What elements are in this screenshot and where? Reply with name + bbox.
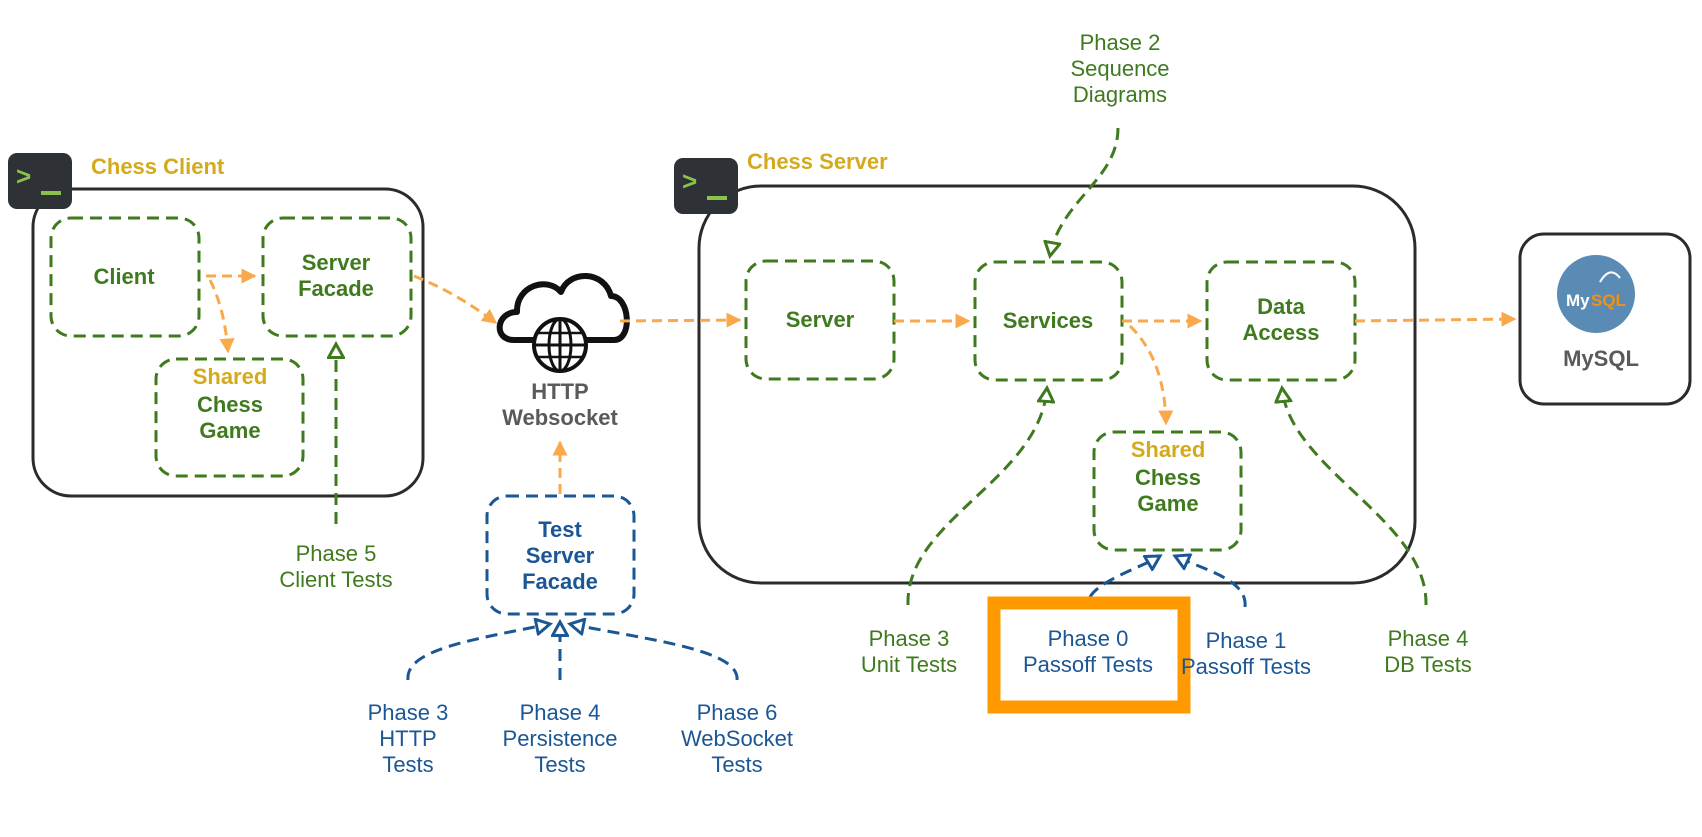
- server-shared-game-box: [1092, 430, 1243, 552]
- phase3-unit-label-1: Phase 3: [869, 626, 950, 651]
- arrow-data-access-to-mysql: [1354, 311, 1517, 327]
- test-facade-label-2: Server: [526, 543, 595, 568]
- phase2-label-3: Diagrams: [1073, 82, 1167, 107]
- phase1-label-2: Passoff Tests: [1181, 654, 1311, 679]
- arrow-http-to-server: [619, 312, 742, 328]
- svg-text:>: >: [16, 161, 31, 191]
- phase1-label-1: Phase 1: [1206, 628, 1287, 653]
- client-chess-label: Chess: [197, 392, 263, 417]
- phase2-label-2: Sequence: [1070, 56, 1169, 81]
- phase5-label-2: Client Tests: [279, 567, 392, 592]
- client-box-label: Client: [93, 264, 155, 289]
- client-container: [31, 187, 425, 498]
- phase4-db-label-1: Phase 4: [1388, 626, 1469, 651]
- mysql-label: MySQL: [1563, 346, 1639, 371]
- phase3-http-label-3: Tests: [382, 752, 433, 777]
- phase4-persist-label-3: Tests: [534, 752, 585, 777]
- server-game-label: Game: [1137, 491, 1198, 516]
- phase6-ws-label-3: Tests: [711, 752, 762, 777]
- phase2-label-1: Phase 2: [1080, 30, 1161, 55]
- client-box: [49, 216, 201, 338]
- data-access-label-1: Data: [1257, 294, 1305, 319]
- client-shared-game-box: [154, 357, 305, 478]
- phase3-http-label-1: Phase 3: [368, 700, 449, 725]
- arrow-phase4-db-to-data-access: [1282, 388, 1428, 606]
- phase3-http-label-2: HTTP: [379, 726, 436, 751]
- phase3-unit-label-2: Unit Tests: [861, 652, 957, 677]
- server-facade-label-2: Facade: [298, 276, 374, 301]
- arrow-phase2-to-services: [1050, 127, 1120, 256]
- phase5-label-1: Phase 5: [296, 541, 377, 566]
- client-shared-label: Shared: [193, 364, 268, 389]
- arrow-phase3-unit-to-services: [906, 388, 1047, 606]
- arrow-client-to-shared: [208, 279, 235, 354]
- svg-text:SQL: SQL: [1591, 291, 1626, 310]
- mysql-logo-icon: My SQL: [1557, 255, 1635, 333]
- arrow-phase3-http-to-test-facade: [406, 624, 550, 681]
- arrow-phase1-to-shared: [1175, 556, 1247, 608]
- server-facade-box: [261, 216, 413, 338]
- cloud-globe-icon: [496, 273, 630, 373]
- client-title: Chess Client: [91, 154, 225, 179]
- client-terminal-icon: >: [8, 153, 72, 209]
- server-container: [697, 184, 1417, 585]
- arrow-facade-to-http: [413, 274, 498, 325]
- phase0-label-1: Phase 0: [1048, 626, 1129, 651]
- arrow-services-to-shared: [1128, 324, 1174, 426]
- server-terminal-icon: >: [674, 158, 738, 214]
- phase4-db-label-2: DB Tests: [1384, 652, 1472, 677]
- test-facade-label-3: Facade: [522, 569, 598, 594]
- server-title: Chess Server: [747, 149, 888, 174]
- phase4-persist-label-1: Phase 4: [520, 700, 601, 725]
- network-label-2: Websocket: [502, 405, 618, 430]
- phase0-label-2: Passoff Tests: [1023, 652, 1153, 677]
- phase4-persist-label-2: Persistence: [503, 726, 618, 751]
- arrow-phase0-to-shared: [1088, 556, 1160, 598]
- network-label-1: HTTP: [531, 379, 588, 404]
- server-facade-label-1: Server: [302, 250, 371, 275]
- phase0-highlight: [987, 596, 1191, 714]
- client-game-label: Game: [199, 418, 260, 443]
- phase6-ws-label-1: Phase 6: [697, 700, 778, 725]
- services-label: Services: [1003, 308, 1094, 333]
- server-shared-label: Shared: [1131, 437, 1206, 462]
- phase6-ws-label-2: WebSocket: [681, 726, 793, 751]
- arrow-phase6-ws-to-test-facade: [570, 624, 739, 681]
- test-facade-label-1: Test: [538, 517, 582, 542]
- svg-text:My: My: [1566, 291, 1590, 310]
- data-access-label-2: Access: [1242, 320, 1319, 345]
- test-server-facade-box: [485, 494, 636, 616]
- server-box-label: Server: [786, 307, 855, 332]
- svg-text:>: >: [682, 166, 697, 196]
- server-chess-label: Chess: [1135, 465, 1201, 490]
